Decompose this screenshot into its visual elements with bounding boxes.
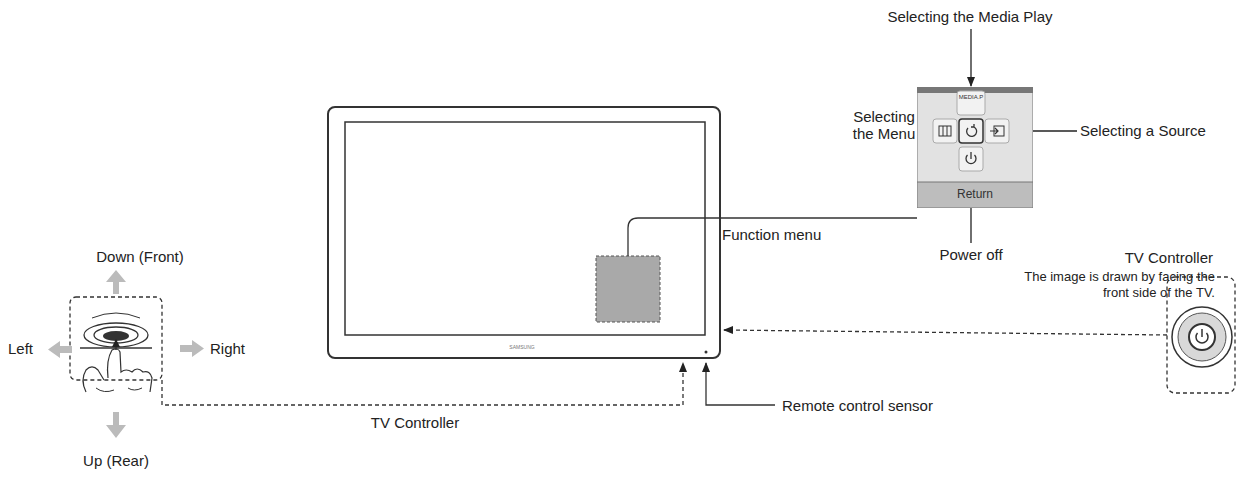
callout-label: Selecting the Menu [845,108,923,142]
tv-set [328,107,917,358]
callout-label: Selecting a Source [1080,122,1240,139]
part-label: TV Controller [1088,249,1213,266]
function-menu-panel: MEDIA.P Return [917,87,1033,208]
part-label: Remote control sensor [782,397,972,414]
part-label: TV Controller [355,414,475,431]
brand-logo: SAMSUNG [497,344,547,350]
note-text: The image is drawn by facing the front s… [1020,269,1215,301]
callout-label: Function menu [722,226,852,243]
direction-label: Right [210,340,260,357]
button-label: Return [957,187,993,201]
direction-label: Down (Front) [85,248,195,265]
direction-label: Left [8,340,48,357]
callout-label: Selecting the Media Play [870,8,1070,25]
joystick-illustration [48,270,204,438]
button-label: MEDIA.P [959,93,984,101]
callout-label: Power off [935,246,1007,263]
direction-label: Up (Rear) [66,452,166,469]
